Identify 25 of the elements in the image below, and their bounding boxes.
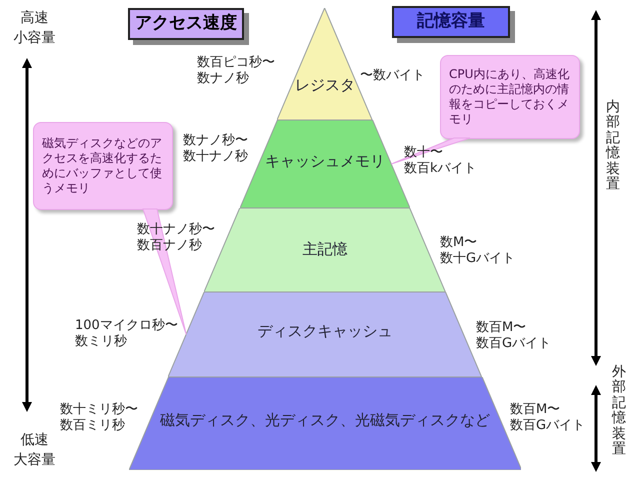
capacity-text: 数十〜数百kバイト <box>404 145 477 178</box>
access-time-text: 数百ピコ秒〜数ナノ秒 <box>197 55 275 88</box>
axis-label: 高速 <box>19 9 50 28</box>
level-label: キャッシュメモリ <box>265 151 385 172</box>
callout-tail <box>390 138 470 164</box>
level-label: 磁気ディスク、光ディスク、光磁気ディスクなど <box>160 410 490 431</box>
axis-label: 低速 <box>19 431 50 450</box>
callout-tail <box>142 208 187 335</box>
level-label: ディスクキャッシュ <box>257 321 392 342</box>
capacity-text: 〜数バイト <box>360 68 425 84</box>
axis-label: 小容量 <box>12 29 56 48</box>
level-label: レジスタ <box>294 75 355 96</box>
level-label: 主記憶 <box>302 239 348 260</box>
access-time-text: 数ナノ秒〜数十ナノ秒 <box>183 133 248 166</box>
axis-label: 大容量 <box>12 451 56 470</box>
axis-label: 外部記憶装置 <box>612 365 626 458</box>
capacity-text: 数M〜数十Gバイト <box>440 235 516 268</box>
access-time-text: 数十ナノ秒〜数百ナノ秒 <box>137 222 215 254</box>
access-time-text: 数十ミリ秒〜数百ミリ秒 <box>60 402 138 434</box>
axis-label: 内部記憶装置 <box>606 100 620 192</box>
callout-bubble: 磁気ディスクなどのアクセスを高速化するためにバッファとして使うメモリ <box>33 122 173 210</box>
capacity-text: 数百M〜数百Gバイト <box>476 320 552 352</box>
access-time-text: 100マイクロ秒〜数ミリ秒 <box>75 318 178 350</box>
callout-bubble: CPU内にあり、高速化のために主記憶内の情報をコピーしておくメモリ <box>440 55 580 139</box>
capacity-text: 数百M〜数百Gバイト <box>510 402 586 434</box>
